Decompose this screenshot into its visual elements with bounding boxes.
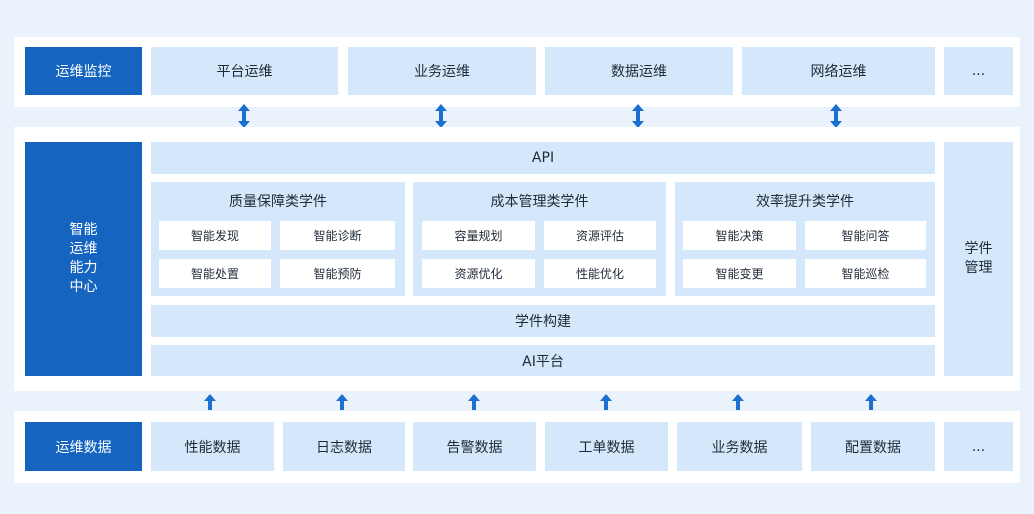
data-item-business: 业务数据: [677, 422, 802, 471]
group-quality-title: 质量保障类学件: [229, 194, 327, 210]
group-efficiency-item: 智能巡检: [805, 259, 926, 288]
group-cost-item: 资源优化: [422, 259, 535, 288]
group-cost-item: 容量规划: [422, 221, 535, 250]
center-title: 智能 运维 能力 中心: [25, 142, 142, 376]
ai-platform-layer: AI平台: [151, 345, 935, 376]
group-quality-item: 智能发现: [159, 221, 271, 250]
up-arrow-icon: [467, 393, 481, 411]
double-arrow-icon: [236, 103, 252, 129]
group-cost-item: 性能优化: [544, 259, 656, 288]
group-efficiency-item: 智能问答: [805, 221, 926, 250]
up-arrow-icon: [203, 393, 217, 411]
data-item-performance: 性能数据: [151, 422, 274, 471]
api-layer: API: [151, 142, 935, 174]
group-cost-item: 资源评估: [544, 221, 656, 250]
monitoring-title: 运维监控: [25, 47, 142, 95]
double-arrow-icon: [433, 103, 449, 129]
group-efficiency-item: 智能决策: [683, 221, 796, 250]
group-efficiency-item: 智能变更: [683, 259, 796, 288]
management-block: 学件 管理: [944, 142, 1013, 376]
group-quality-item: 智能预防: [280, 259, 395, 288]
data-item-config: 配置数据: [811, 422, 935, 471]
monitoring-item-data: 数据运维: [545, 47, 733, 95]
group-quality-item: 智能处置: [159, 259, 271, 288]
data-item-more: ...: [944, 422, 1013, 471]
data-title: 运维数据: [25, 422, 142, 471]
up-arrow-icon: [864, 393, 878, 411]
double-arrow-icon: [630, 103, 646, 129]
monitoring-item-platform: 平台运维: [151, 47, 338, 95]
monitoring-item-business: 业务运维: [348, 47, 536, 95]
up-arrow-icon: [335, 393, 349, 411]
double-arrow-icon: [828, 103, 844, 129]
monitoring-item-network: 网络运维: [742, 47, 935, 95]
up-arrow-icon: [731, 393, 745, 411]
group-cost-title: 成本管理类学件: [490, 194, 589, 210]
monitoring-item-more: ...: [944, 47, 1013, 95]
data-item-ticket: 工单数据: [545, 422, 668, 471]
build-layer: 学件构建: [151, 305, 935, 337]
group-quality-item: 智能诊断: [280, 221, 395, 250]
data-item-log: 日志数据: [283, 422, 405, 471]
data-item-alarm: 告警数据: [413, 422, 536, 471]
up-arrow-icon: [599, 393, 613, 411]
group-efficiency-title: 效率提升类学件: [756, 194, 854, 210]
